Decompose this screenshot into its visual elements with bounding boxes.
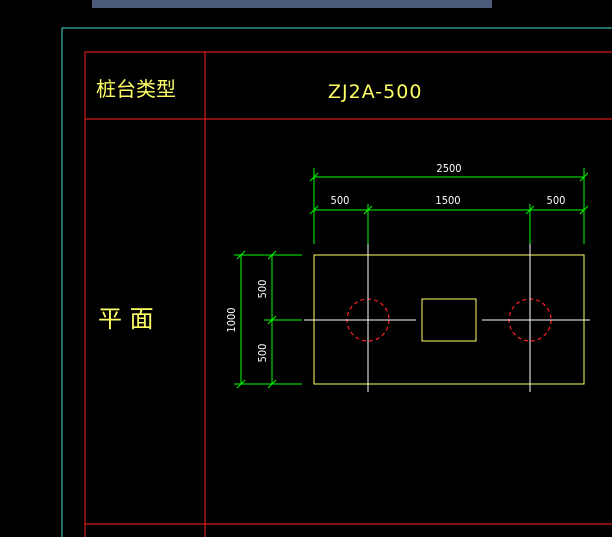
tick bbox=[309, 172, 319, 182]
tick bbox=[236, 379, 246, 389]
tick bbox=[579, 172, 589, 182]
tick bbox=[267, 379, 277, 389]
dim-text-overall-height: 1000 bbox=[225, 307, 238, 332]
tick bbox=[309, 205, 319, 215]
outer-border bbox=[61, 27, 612, 537]
column-outline bbox=[421, 298, 477, 342]
pile-cap-type-value: ZJ2A-500 bbox=[328, 81, 422, 103]
dim-text-left-spacing: 500 bbox=[331, 194, 350, 207]
top-toolbar-strip bbox=[92, 0, 492, 8]
tick bbox=[267, 315, 277, 325]
title-block-frame bbox=[84, 51, 612, 537]
center-lines bbox=[304, 244, 590, 392]
dim-text-upper-half: 500 bbox=[256, 280, 269, 299]
dim-text-right-spacing: 500 bbox=[547, 194, 566, 207]
plan-view-label: 平 面 bbox=[98, 305, 154, 333]
tick bbox=[267, 250, 277, 260]
frame-left-top-edge bbox=[84, 51, 612, 537]
horizontal-dimensions bbox=[309, 168, 589, 244]
dim-text-overall-width: 2500 bbox=[436, 162, 461, 175]
vertical-dimensions bbox=[234, 250, 302, 389]
tick bbox=[363, 205, 373, 215]
tick bbox=[525, 205, 535, 215]
tick bbox=[236, 250, 246, 260]
tick bbox=[579, 205, 589, 215]
dim-text-middle-spacing: 1500 bbox=[435, 194, 460, 207]
dim-text-lower-half: 500 bbox=[256, 344, 269, 363]
pile-cap-type-label: 桩台类型 bbox=[96, 77, 176, 101]
